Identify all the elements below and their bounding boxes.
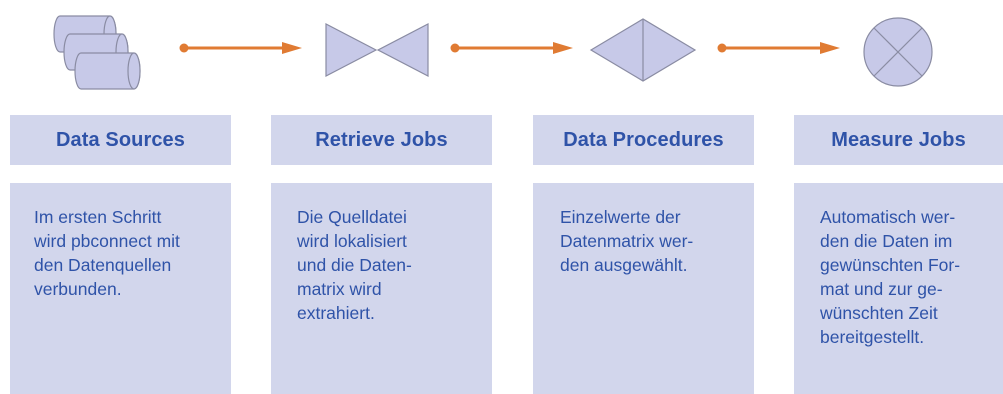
crossed-circle-icon	[863, 17, 933, 87]
step-header-retrieve-jobs: Retrieve Jobs	[271, 115, 492, 165]
step-description: Einzelwerte der Datenmatrix wer- den aus…	[560, 207, 694, 275]
step-title: Measure Jobs	[831, 128, 966, 151]
step-title: Data Procedures	[563, 128, 724, 151]
step-description: Im ersten Schritt wird pbconnect mit den…	[34, 207, 180, 299]
split-diamond-icon	[589, 18, 697, 82]
step-description: Die Quelldatei wird lokalisiert und die …	[297, 207, 412, 323]
step-description-box-measure-jobs: Automatisch wer- den die Daten im gewüns…	[794, 183, 1003, 394]
step-header-data-sources: Data Sources	[10, 115, 231, 165]
step-header-data-procedures: Data Procedures	[533, 115, 754, 165]
flow-arrow-1	[179, 42, 302, 54]
step-title: Retrieve Jobs	[315, 128, 448, 151]
step-description-box-data-sources: Im ersten Schritt wird pbconnect mit den…	[10, 183, 231, 394]
step-header-measure-jobs: Measure Jobs	[794, 115, 1003, 165]
step-title: Data Sources	[55, 128, 186, 151]
database-cylinders-icon	[53, 15, 141, 90]
step-description-box-retrieve-jobs: Die Quelldatei wird lokalisiert und die …	[271, 183, 492, 394]
flow-arrow-3	[717, 42, 840, 54]
step-description-box-data-procedures: Einzelwerte der Datenmatrix wer- den aus…	[533, 183, 754, 394]
step-description: Automatisch wer- den die Daten im gewüns…	[820, 207, 961, 347]
flow-arrow-2	[450, 42, 573, 54]
bowtie-triangles-icon	[325, 23, 429, 77]
